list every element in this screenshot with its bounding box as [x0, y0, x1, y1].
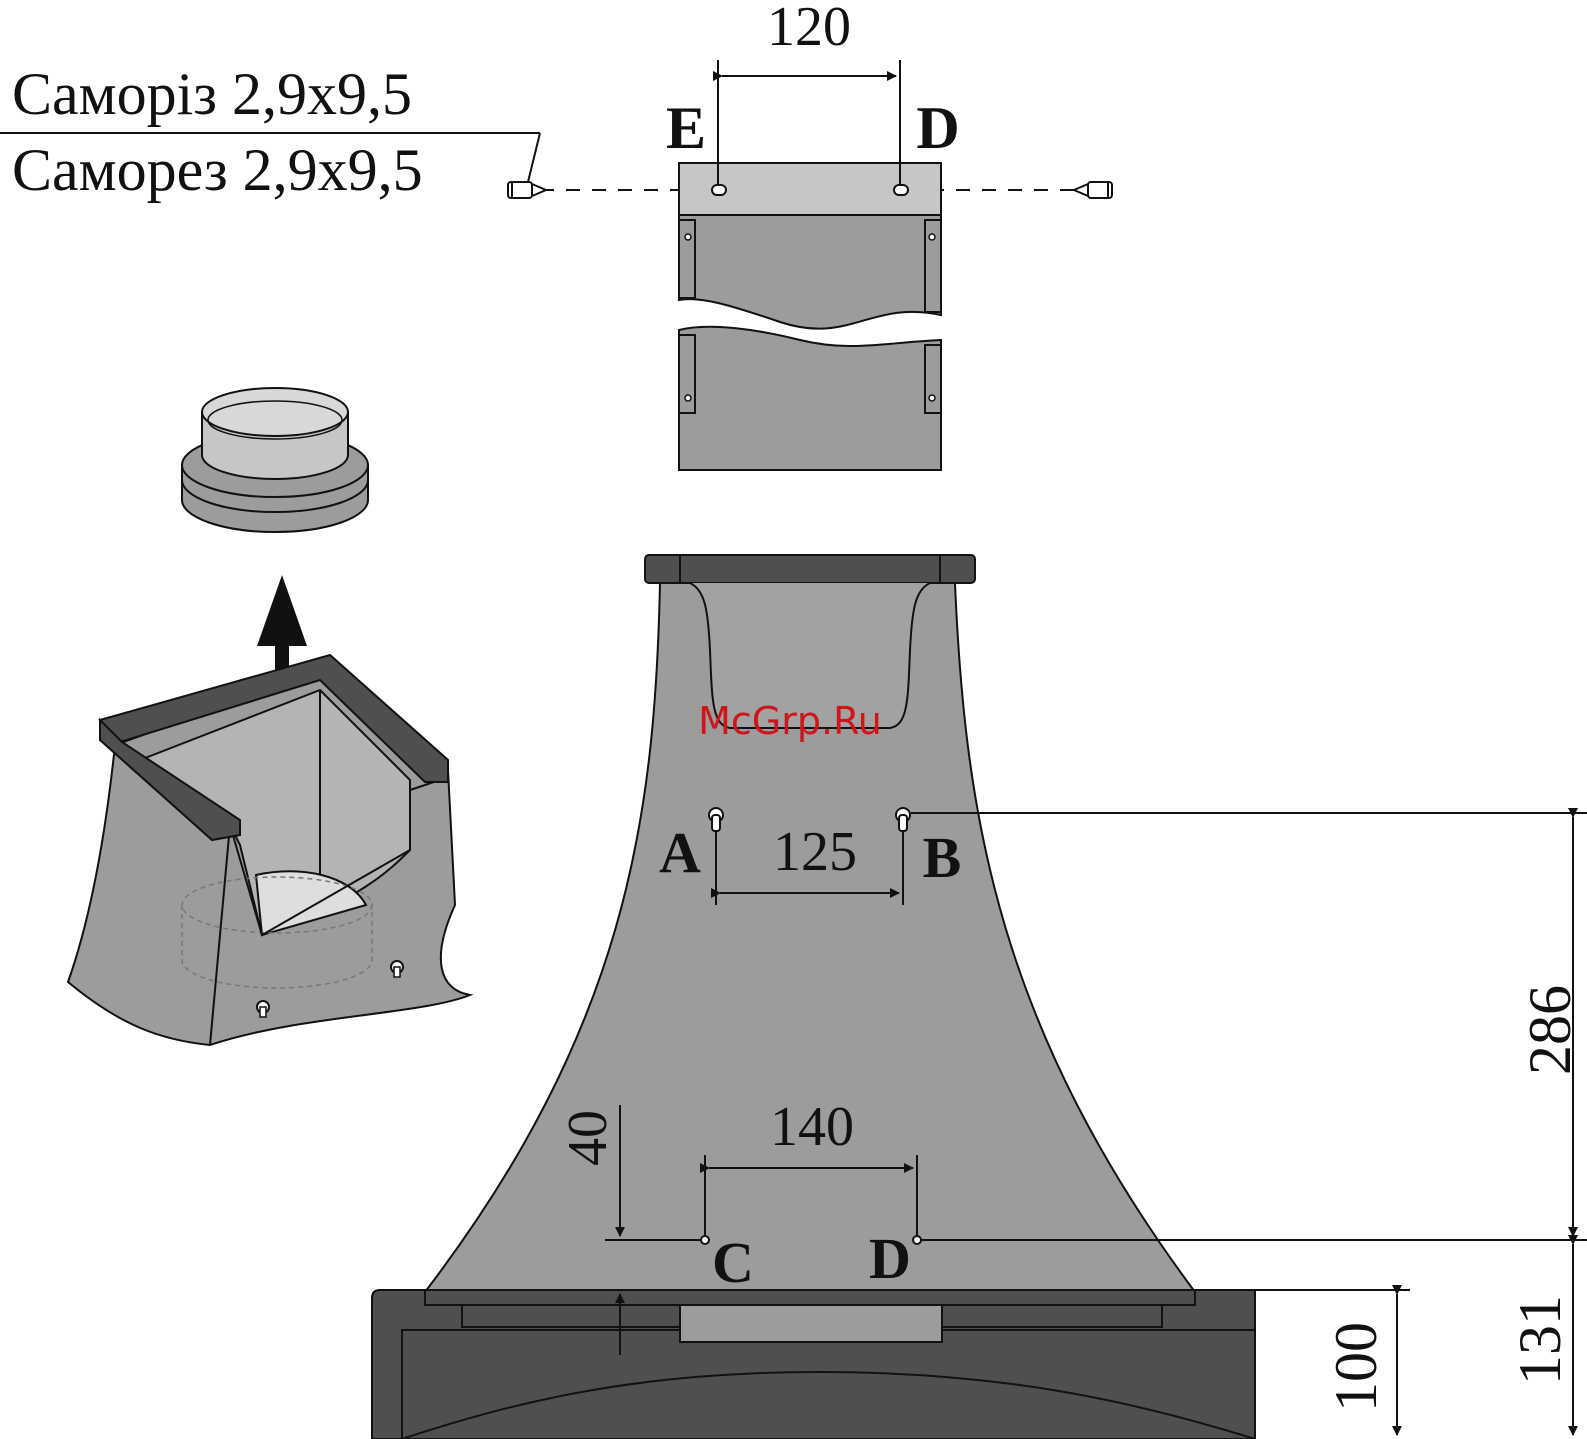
- dimension-low-offset-label: 40: [557, 1110, 619, 1166]
- point-label-d-top: D: [916, 95, 959, 161]
- upper-chimney-section: [679, 163, 941, 470]
- dimension-height-main-label: 286: [1517, 985, 1583, 1075]
- point-label-d-low: D: [869, 1226, 911, 1291]
- screw-label: Саморіз 2,9х9,5 Саморез 2,9х9,5: [0, 61, 540, 203]
- dimension-height-low: 131: [1507, 1244, 1573, 1435]
- adapter-box: [68, 655, 470, 1045]
- adapter-ring: [182, 388, 368, 532]
- keyhole-slot-icon: [709, 808, 723, 831]
- watermark-text: McGrp.Ru: [698, 699, 882, 743]
- dimension-height-base: 100: [1255, 1290, 1410, 1435]
- dimension-height-base-label: 100: [1323, 1322, 1389, 1412]
- dimension-mid-width-label: 125: [773, 821, 857, 883]
- point-label-e: E: [666, 95, 706, 161]
- screw-label-russian: Саморез 2,9х9,5: [12, 137, 423, 203]
- dimension-low-width-label: 140: [770, 1096, 854, 1158]
- dimension-top-width: 120: [718, 0, 900, 185]
- point-label-a: A: [659, 820, 701, 885]
- screw-icon: [1074, 182, 1112, 198]
- dimension-top-width-label: 120: [767, 0, 851, 58]
- hood-base: [372, 1290, 1255, 1439]
- point-label-c: C: [712, 1230, 754, 1295]
- screw-icon: [508, 182, 546, 198]
- screw-label-ukrainian: Саморіз 2,9х9,5: [12, 61, 412, 127]
- keyhole-slot-icon: [896, 808, 910, 831]
- point-label-b: B: [923, 825, 962, 890]
- hood-body: [425, 555, 1195, 1292]
- dimension-height-low-label: 131: [1507, 1295, 1573, 1385]
